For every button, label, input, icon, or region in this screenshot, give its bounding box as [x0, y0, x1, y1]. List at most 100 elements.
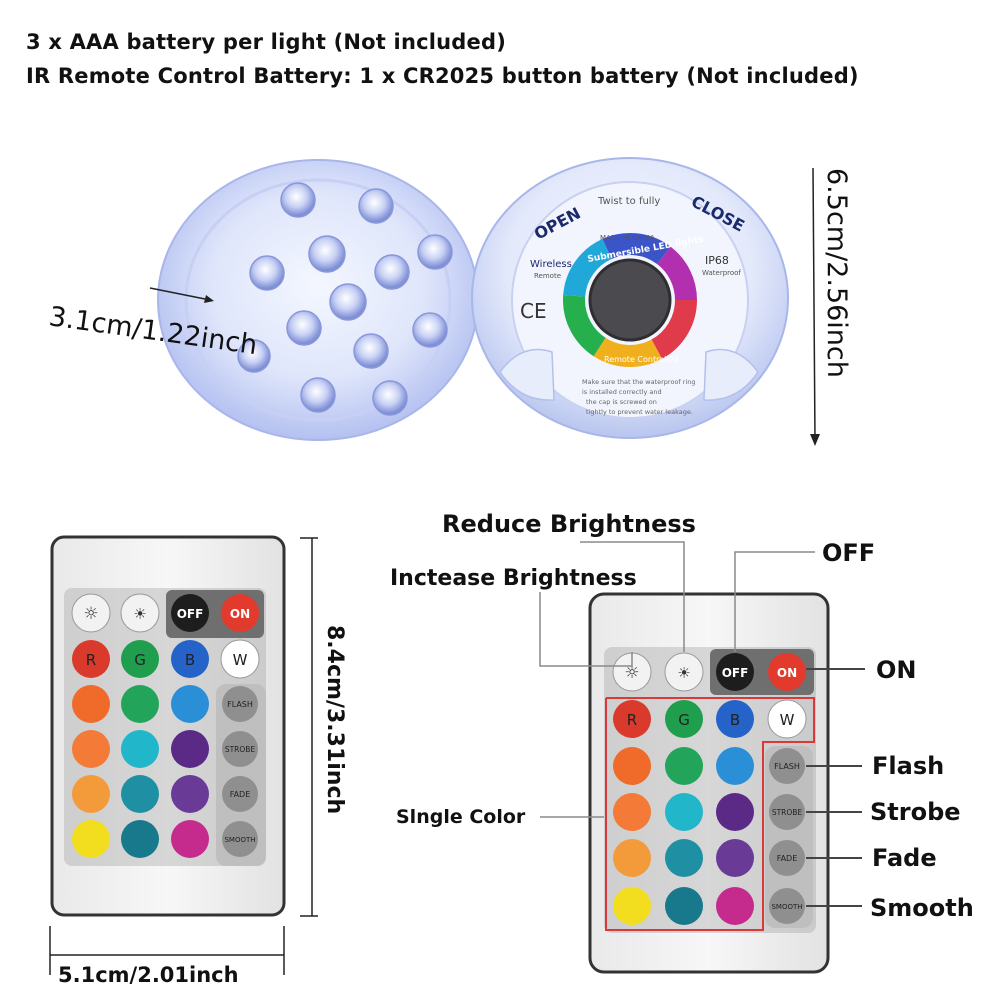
fade-button[interactable]: [769, 840, 805, 876]
led-bulb: [329, 283, 367, 321]
color-button[interactable]: [171, 685, 209, 723]
flash-button-label: FLASH: [774, 762, 800, 771]
note-line-4: tightly to prevent water leakage.: [586, 408, 693, 416]
green-button[interactable]: [121, 640, 159, 678]
suction-lug: [703, 348, 759, 401]
strobe-button[interactable]: [769, 794, 805, 830]
off-button-label: OFF: [722, 666, 749, 680]
off-button[interactable]: [716, 653, 754, 691]
light-front-view: [157, 159, 479, 441]
off-button-label: OFF: [177, 607, 204, 621]
color-button[interactable]: [716, 839, 754, 877]
color-button[interactable]: [613, 839, 651, 877]
color-button[interactable]: [716, 747, 754, 785]
callout-reduce-brightness: Reduce Brightness: [442, 510, 696, 538]
brightness-down-button[interactable]: [664, 652, 704, 692]
sun-icon: ☼: [624, 663, 639, 683]
color-button[interactable]: [121, 685, 159, 723]
flash-button[interactable]: [769, 748, 805, 784]
color-button[interactable]: [665, 839, 703, 877]
color-button[interactable]: [121, 775, 159, 813]
sun-icon: ☼: [83, 604, 98, 624]
color-button[interactable]: [716, 793, 754, 831]
callout-on: ON: [876, 656, 917, 684]
color-button[interactable]: [121, 730, 159, 768]
color-button[interactable]: [72, 775, 110, 813]
red-button[interactable]: [613, 700, 651, 738]
light-front-rim: [184, 178, 452, 422]
color-button[interactable]: [171, 820, 209, 858]
on-button[interactable]: [221, 594, 259, 632]
green-button[interactable]: [665, 700, 703, 738]
color-button[interactable]: [121, 820, 159, 858]
color-button[interactable]: [613, 793, 651, 831]
callout-single-color: Slngle Color: [396, 806, 526, 828]
diameter-label: 6.5cm/2.56inch: [821, 168, 852, 378]
smooth-button[interactable]: [222, 821, 258, 857]
callouts: [539, 541, 865, 907]
ring-bottom-text: Remote Controlled: [604, 355, 679, 364]
color-ring-blue: [563, 233, 697, 367]
note-line-2: is installed correctly and: [582, 388, 662, 396]
ce-mark: CE: [520, 299, 547, 323]
on-button[interactable]: [768, 653, 806, 691]
color-button[interactable]: [171, 775, 209, 813]
callout-increase-brightness: Inctease Brightness: [390, 566, 637, 591]
light-back-view: OPEN CLOSE Twist to fully MADE IN CHINA …: [471, 157, 789, 439]
color-button[interactable]: [665, 887, 703, 925]
strobe-button-label: STROBE: [225, 745, 256, 754]
remote-height-label: 8.4cm/3.31inch: [322, 625, 347, 814]
color-button[interactable]: [72, 685, 110, 723]
color-button[interactable]: [72, 820, 110, 858]
flash-button-label: FLASH: [227, 700, 253, 709]
white-button[interactable]: [220, 639, 260, 679]
led-bulb: [280, 182, 316, 218]
led-bulb: [237, 339, 271, 373]
blue-button[interactable]: [171, 640, 209, 678]
color-button[interactable]: [171, 730, 209, 768]
blue-button-label: B: [730, 711, 740, 729]
color-button[interactable]: [613, 747, 651, 785]
arrow-head: [810, 434, 820, 446]
color-ring-magenta: [563, 233, 697, 367]
color-ring-green: [563, 233, 697, 367]
callout-flash: Flash: [872, 752, 944, 780]
brightness-up-button[interactable]: [71, 593, 111, 633]
fade-button-label: FADE: [777, 854, 798, 863]
green-button-label: G: [134, 651, 146, 669]
suction-lug: [499, 348, 555, 401]
red-button-label: R: [627, 711, 637, 729]
flash-button[interactable]: [222, 686, 258, 722]
off-button[interactable]: [171, 594, 209, 632]
red-button-label: R: [86, 651, 96, 669]
red-button[interactable]: [72, 640, 110, 678]
back-wireless-text: Wireless: [530, 259, 572, 270]
led-bulb: [374, 254, 410, 290]
back-remote-text: Remote: [534, 272, 561, 280]
remote-width-label: 5.1cm/2.01inch: [58, 963, 239, 987]
callout-line-off: [734, 551, 815, 652]
back-twist-text: Twist to fully: [597, 196, 660, 207]
color-button[interactable]: [613, 887, 651, 925]
color-button[interactable]: [665, 747, 703, 785]
color-button[interactable]: [665, 793, 703, 831]
fade-button[interactable]: [222, 776, 258, 812]
sun-small-icon: ☀: [677, 664, 690, 682]
callout-fade: Fade: [872, 844, 937, 872]
strobe-button[interactable]: [222, 731, 258, 767]
blue-button[interactable]: [716, 700, 754, 738]
color-button[interactable]: [716, 887, 754, 925]
led-bulb: [372, 380, 408, 416]
color-button[interactable]: [72, 730, 110, 768]
smooth-button[interactable]: [769, 888, 805, 924]
mode-button-column: [216, 684, 266, 866]
brightness-down-button[interactable]: [120, 593, 160, 633]
led-bulb: [286, 310, 322, 346]
green-button-label: G: [678, 711, 690, 729]
fade-button-label: FADE: [230, 790, 251, 799]
smooth-button-label: SMOOTH: [771, 903, 802, 911]
led-bulb: [308, 235, 346, 273]
white-button[interactable]: [767, 699, 807, 739]
callout-strobe: Strobe: [870, 798, 961, 826]
